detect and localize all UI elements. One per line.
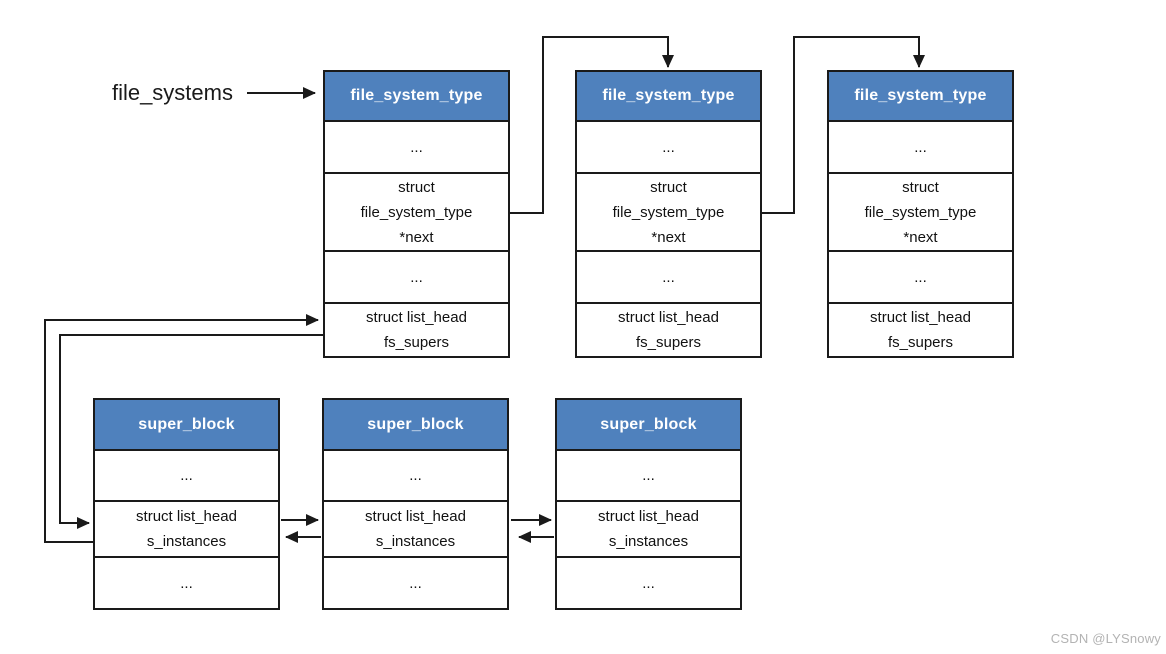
box-cell-ellipsis: ...	[642, 574, 655, 592]
box-cell-next-pointer: struct file_system_type *next	[325, 174, 508, 252]
box-cell-ellipsis: ...	[557, 451, 740, 502]
box-title: file_system_type	[577, 72, 760, 122]
box-cell-fs-supers: struct list_head fs_supers	[870, 309, 971, 351]
box-cell-ellipsis: ...	[577, 122, 760, 174]
box-cell-ellipsis: ...	[409, 574, 422, 592]
box-title: super_block	[95, 400, 278, 451]
box-cell-fs-supers: struct list_head fs_supers	[618, 309, 719, 351]
box-cell-ellipsis: ...	[325, 252, 508, 304]
box-cell-fs-supers: struct list_head fs_supers	[366, 309, 467, 351]
super-block-box-3: super_block ... struct list_head s_insta…	[555, 398, 742, 610]
file-system-type-box-1: file_system_type ... struct file_system_…	[323, 70, 510, 358]
file-systems-label: file_systems	[111, 80, 233, 105]
box-cell-ellipsis: ...	[829, 122, 1012, 174]
box-cell-s-instances: struct list_head s_instances	[324, 502, 507, 558]
box-cell-s-instances: struct list_head s_instances	[95, 502, 278, 558]
file-system-type-box-2: file_system_type ... struct file_system_…	[575, 70, 762, 358]
super-block-box-2: super_block ... struct list_head s_insta…	[322, 398, 509, 610]
super-block-box-1: super_block ... struct list_head s_insta…	[93, 398, 280, 610]
box-title: super_block	[557, 400, 740, 451]
box-cell-ellipsis: ...	[829, 252, 1012, 304]
box-cell-next-pointer: struct file_system_type *next	[829, 174, 1012, 252]
box-cell-next-pointer: struct file_system_type *next	[577, 174, 760, 252]
box-cell-ellipsis: ...	[95, 451, 278, 502]
box-cell-s-instances: struct list_head s_instances	[557, 502, 740, 558]
box-cell-ellipsis: ...	[325, 122, 508, 174]
box-cell-ellipsis: ...	[180, 574, 193, 592]
box-cell-ellipsis: ...	[324, 451, 507, 502]
file-system-type-box-3: file_system_type ... struct file_system_…	[827, 70, 1014, 358]
box-title: super_block	[324, 400, 507, 451]
box-cell-ellipsis: ...	[577, 252, 760, 304]
box-title: file_system_type	[829, 72, 1012, 122]
watermark-text: CSDN @LYSnowy	[1050, 631, 1161, 646]
box-title: file_system_type	[325, 72, 508, 122]
